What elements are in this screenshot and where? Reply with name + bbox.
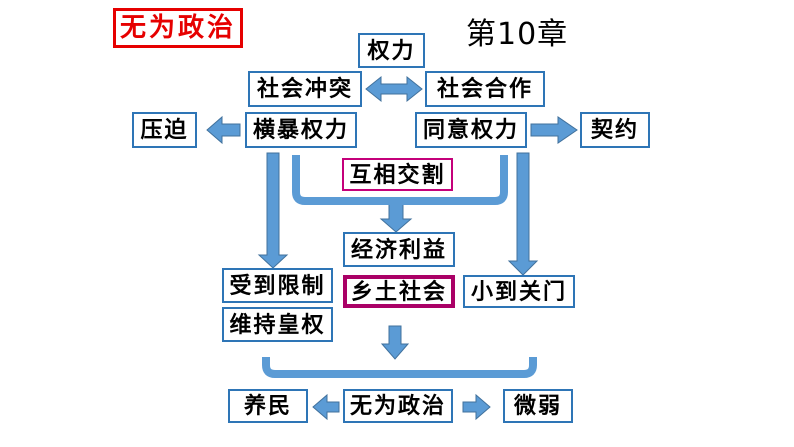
node-power: 权力	[358, 33, 425, 68]
node-maintain-imperial-power: 维持皇权	[222, 307, 333, 342]
node-contract: 契约	[580, 112, 650, 148]
arrow-right-weak-icon	[462, 393, 491, 421]
arrow-down-rural-icon	[380, 325, 410, 360]
arrow-left-nurture-icon	[312, 393, 340, 421]
node-oppression: 压迫	[132, 112, 197, 148]
node-small-to-closed-doors: 小到关门	[463, 275, 575, 308]
node-consent-power: 同意权力	[415, 112, 527, 148]
slide-title-box: 无为政治	[113, 8, 243, 48]
node-restricted: 受到限制	[222, 268, 333, 303]
upper-merge-bracket-icon	[292, 155, 508, 205]
arrow-down-left-long-icon	[257, 152, 289, 269]
arrow-left-oppression-icon	[206, 115, 241, 145]
node-weak: 微弱	[503, 389, 573, 423]
node-nurture-people: 养民	[228, 389, 308, 423]
node-mutual-transfer: 互相交割	[342, 158, 453, 191]
node-rural-society: 乡土社会	[343, 275, 455, 308]
arrow-right-contract-icon	[530, 116, 578, 144]
node-tyrannical-power: 横暴权力	[245, 112, 357, 148]
lower-merge-bracket-icon	[262, 357, 537, 378]
left-right-arrow-icon	[365, 75, 423, 103]
node-social-cooperation: 社会合作	[425, 71, 545, 107]
arrow-down-right-long-icon	[507, 152, 539, 276]
node-social-conflict: 社会冲突	[248, 71, 362, 107]
arrow-down-center-icon	[379, 203, 413, 233]
node-economic-interest: 经济利益	[343, 232, 455, 267]
chapter-label: 第10章	[466, 17, 569, 52]
node-wuwei-politics: 无为政治	[343, 389, 453, 423]
